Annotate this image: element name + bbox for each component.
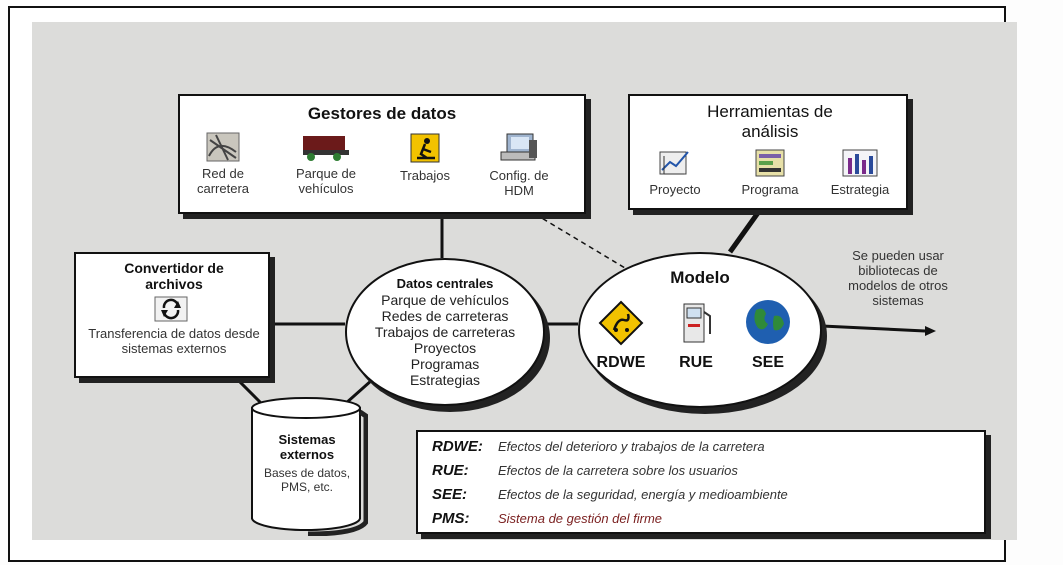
modelo-item-label: SEE <box>751 354 784 371</box>
modelo-item-label: RDWE <box>596 354 646 371</box>
gestores-item-label: Parque de vehículos <box>296 166 356 196</box>
gestores-title: Gestores de datos <box>307 104 457 123</box>
connector-datos-sistemas <box>344 378 373 406</box>
legend-abbr: PMS: <box>432 510 470 527</box>
gestores-item-label: Trabajos <box>399 168 451 183</box>
gestores-item-red: Red de carretera <box>188 132 258 196</box>
herramientas-item-label: Estrategia <box>830 182 890 197</box>
herramientas-item-proyecto: Proyecto <box>636 148 714 197</box>
gestores-item-trabajos: Trabajos <box>390 132 460 183</box>
legend-text: Efectos de la carretera sobre los usuari… <box>498 463 738 478</box>
sistemas-title: Sistemas externos <box>278 432 336 462</box>
herramientas-item-label: Programa <box>741 182 799 197</box>
datos-centrales-item: Redes de carreteras <box>381 308 509 324</box>
herramientas-title: Herramientas de análisis <box>707 102 833 141</box>
project-chart-icon <box>659 151 689 175</box>
datos-centrales-ellipse: Datos centrales Parque de vehículos Rede… <box>345 258 545 406</box>
legend-row: SEE: Efectos de la seguridad, energía y m… <box>432 486 788 503</box>
legend-abbr: SEE: <box>432 486 468 503</box>
modelo-title: Modelo <box>670 268 730 287</box>
truck-icon <box>303 136 349 161</box>
herramientas-box: Herramientas de análisis Proyecto Progra… <box>628 94 908 210</box>
connector-convertidor-sistemas <box>234 376 264 406</box>
gestores-item-config: Config. de HDM <box>480 132 558 198</box>
legend-text: Efectos de la seguridad, energía y medio… <box>498 487 788 502</box>
datos-centrales-item: Proyectos <box>413 340 477 356</box>
herramientas-item-programa: Programa <box>730 148 810 197</box>
modelo-ellipse: Modelo RDWE RUE SEE <box>578 252 822 408</box>
program-table-icon <box>755 149 785 177</box>
datos-centrales-item: Programas <box>410 356 480 372</box>
datos-centrales-item: Trabajos de carreteras <box>374 324 516 340</box>
refresh-arrows-icon <box>154 296 188 322</box>
datos-centrales-item: Parque de vehículos <box>381 292 509 308</box>
gestores-item-label: Config. de HDM <box>489 168 549 198</box>
gestores-box: Gestores de datos Red de carretera Parqu… <box>178 94 586 214</box>
datos-centrales-list: Parque de vehículos Redes de carreteras … <box>347 292 543 388</box>
arrow-head <box>925 326 936 336</box>
fuel-pump-icon <box>683 303 711 343</box>
convertidor-text: Transferencia de datos desde sistemas ex… <box>88 326 260 356</box>
legend-abbr: RUE: <box>432 462 469 479</box>
legend-abbr: RDWE: <box>432 438 483 455</box>
legend-row: RUE: Efectos de la carretera sobre los us… <box>432 462 738 479</box>
side-note: Se pueden usar bibliotecas de modelos de… <box>848 248 948 308</box>
legend-box: RDWE: Efectos del deterioro y trabajos de… <box>416 430 986 534</box>
gestores-item-parque: Parque de vehículos <box>282 132 370 196</box>
herramientas-item-estrategia: Estrategia <box>818 148 902 197</box>
legend-text: Efectos del deterioro y trabajos de la c… <box>498 439 765 454</box>
legend-text: Sistema de gestión del firme <box>498 511 663 526</box>
road-network-icon <box>206 132 240 162</box>
roadwork-sign-icon <box>410 133 440 163</box>
convertidor-title: Convertidor de archivos <box>124 260 224 292</box>
sistemas-text: Bases de datos, PMS, etc. <box>263 466 351 494</box>
gestores-item-label: Red de carretera <box>196 166 250 196</box>
connector-modelo-out <box>821 324 926 333</box>
road-warning-sign-icon <box>598 300 644 346</box>
computer-icon <box>500 133 537 161</box>
connector-gestores-modelo <box>534 213 626 269</box>
legend-row: PMS: Sistema de gestión del firme <box>432 510 662 527</box>
datos-centrales-item: Estrategias <box>409 372 481 388</box>
sistemas-cylinder <box>251 397 368 536</box>
legend-row: RDWE: Efectos del deterioro y trabajos de… <box>432 438 765 455</box>
strategy-bars-icon <box>842 149 878 177</box>
herramientas-item-label: Proyecto <box>649 182 701 197</box>
connector-herramientas-modelo <box>727 208 763 254</box>
modelo-item-label: RUE <box>679 354 713 371</box>
convertidor-box: Convertidor de archivos Transferencia de… <box>74 252 270 378</box>
globe-icon <box>746 300 790 344</box>
datos-centrales-title: Datos centrales <box>396 276 494 291</box>
